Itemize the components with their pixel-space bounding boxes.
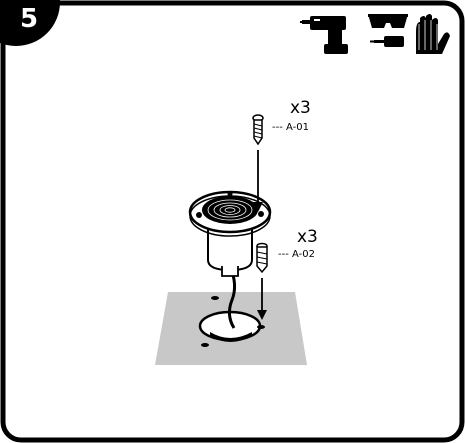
screwdriver-icon	[370, 36, 404, 47]
tools-required	[300, 14, 450, 54]
step-badge	[0, 0, 60, 46]
part-code: --- A-02	[278, 249, 315, 260]
light-fixture	[188, 190, 272, 277]
safety-glasses-icon	[368, 14, 408, 28]
part-callout-a01: x3	[290, 100, 311, 117]
pilot-hole	[211, 296, 219, 300]
wood-screw-icon	[252, 114, 264, 146]
drill-icon	[300, 16, 348, 54]
wall-anchor-icon	[256, 242, 268, 274]
part-quantity: x3	[297, 227, 318, 247]
pilot-hole	[257, 325, 265, 329]
part-quantity: x3	[290, 98, 311, 118]
gloves-icon	[416, 14, 450, 54]
insert-arrow	[253, 150, 263, 212]
step-number: 5	[20, 4, 39, 34]
pilot-hole	[201, 343, 209, 347]
part-callout-a02: x3	[297, 229, 318, 246]
part-code: --- A-01	[272, 122, 309, 133]
insert-arrow	[257, 278, 267, 320]
part-callout-a02-code: --- A-02	[278, 250, 315, 260]
part-callout-a01-code: --- A-01	[272, 123, 309, 133]
